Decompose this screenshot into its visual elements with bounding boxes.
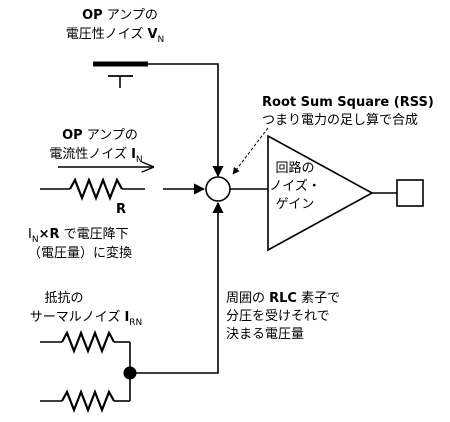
rss-title: Root Sum Square (RSS) [262, 95, 434, 110]
voltage-noise-label-line1: OP アンプの [82, 8, 158, 23]
voltage-noise-source-symbol [93, 61, 148, 88]
in-times-r-line1: IN×R で電圧降下 [28, 227, 129, 245]
thermal-noise-resistor-network [40, 329, 137, 414]
rlc-note-line1: 周囲の RLC 素子で [226, 291, 340, 306]
noise-gain-line3: ゲイン [276, 197, 315, 212]
current-noise-resistor [40, 176, 145, 202]
resistor-label-r: R [116, 202, 126, 217]
thermal-noise-wire [130, 201, 224, 374]
summing-junction [205, 176, 231, 202]
output-terminal [396, 179, 424, 207]
current-noise-label-line1: OP アンプの [62, 128, 138, 143]
noise-gain-line2: ノイズ・ [269, 178, 321, 194]
thermal-noise-label-line1: 抵抗の [44, 291, 83, 306]
noise-gain-amplifier [267, 134, 374, 252]
rlc-note-line2: 分圧を受けそれで [226, 309, 330, 324]
current-noise-label-line2: 電流性ノイズ IN [49, 146, 142, 165]
thermal-noise-label-line2: サーマルノイズ IRN [30, 309, 143, 328]
rss-pointer [232, 127, 269, 175]
noise-gain-line1: 回路の [275, 160, 314, 176]
voltage-noise-wire [148, 63, 224, 178]
rss-description: つまり電力の足し算で合成 [262, 113, 418, 128]
rlc-note-line3: 決まる電圧量 [226, 327, 304, 342]
voltage-noise-label-line2: 電圧性ノイズ VN [66, 26, 165, 45]
in-times-r-line2: （電圧量）に変換 [28, 245, 132, 261]
